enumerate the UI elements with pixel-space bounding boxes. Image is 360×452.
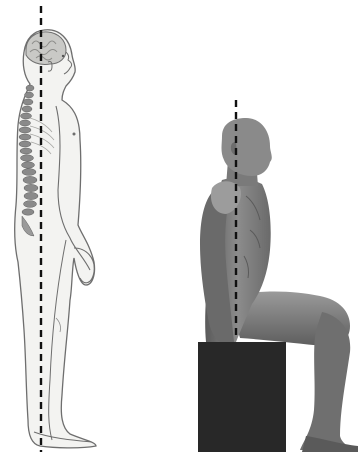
nipple — [73, 133, 76, 136]
standing-figure — [15, 30, 96, 448]
seated-head — [222, 118, 272, 176]
box-seat — [198, 342, 286, 452]
eye — [62, 55, 64, 57]
